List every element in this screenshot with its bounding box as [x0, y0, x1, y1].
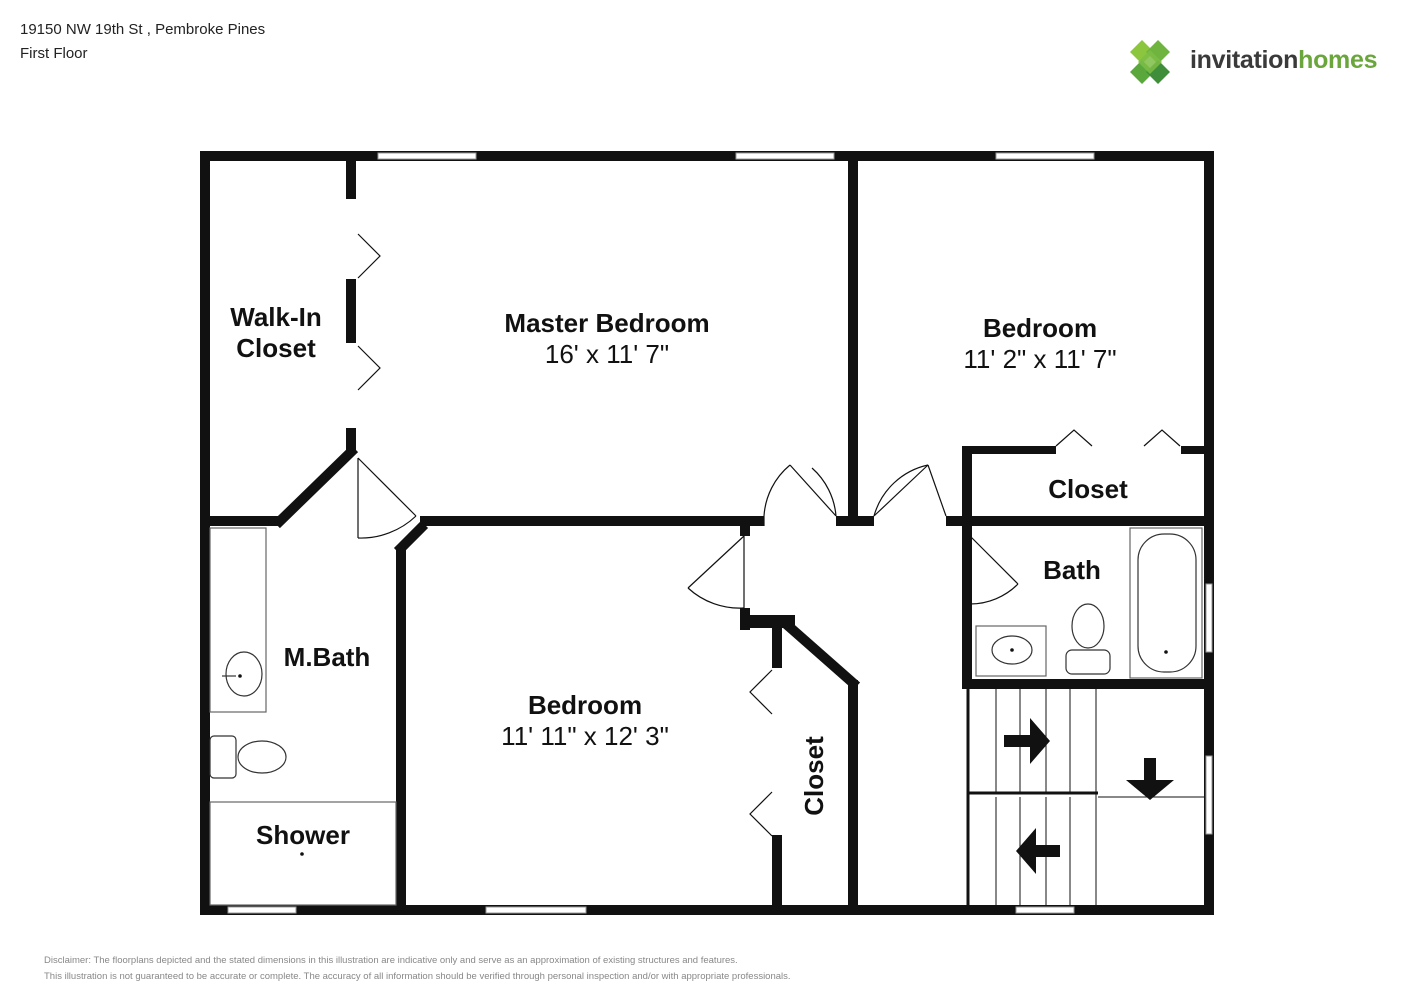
bath-toilet-tank-icon — [1065, 649, 1111, 675]
bath-sink-icon — [991, 635, 1033, 665]
sink-icon — [225, 651, 263, 697]
walkin-closet-label-1: Walk-In — [230, 302, 321, 332]
stair-arrows — [1004, 718, 1174, 874]
arrow-left-icon — [1016, 828, 1060, 874]
disclaimer-line-1: Disclaimer: The floorplans depicted and … — [44, 955, 738, 966]
arrow-right-icon — [1004, 718, 1050, 764]
mbath-label: M.Bath — [284, 642, 371, 672]
windows — [227, 152, 1213, 914]
logo-wordmark: invitationhomes — [1190, 46, 1378, 75]
staircase — [966, 689, 1204, 905]
toilet-bowl-icon — [237, 740, 287, 774]
walkin-closet-label-2: Closet — [236, 333, 316, 363]
disclaimer-line-2: This illustration is not guaranteed to b… — [44, 971, 791, 982]
bedroom-s-label: Bedroom — [528, 690, 642, 720]
master-bedroom-dims: 16' x 11' 7" — [545, 339, 669, 369]
invitation-homes-logo: invitationhomes — [1128, 36, 1388, 90]
closet-s-label: Closet — [799, 736, 829, 816]
fixtures — [209, 527, 1203, 906]
shower-label: Shower — [256, 820, 350, 850]
bath-toilet-bowl-icon — [1071, 603, 1105, 649]
walls — [200, 151, 1214, 915]
bedroom-ne-dims: 11' 2" x 11' 7" — [963, 344, 1116, 374]
bathtub-icon — [1137, 533, 1197, 673]
diagonal-walls — [272, 444, 861, 691]
master-bedroom-label: Master Bedroom — [504, 308, 709, 338]
toilet-tank-icon — [209, 735, 237, 779]
floor-label: First Floor — [20, 45, 88, 62]
bedroom-s-dims: 11' 11" x 12' 3" — [501, 721, 669, 751]
property-address: 19150 NW 19th St , Pembroke Pines — [20, 21, 266, 38]
logo-word-invitation: invitation — [1190, 46, 1299, 74]
logo-mark-icon — [1130, 40, 1170, 84]
logo-word-homes: homes — [1298, 46, 1378, 74]
doors — [357, 233, 1181, 837]
bath-label: Bath — [1043, 555, 1101, 585]
bedroom-ne-label: Bedroom — [983, 313, 1097, 343]
closet-ne-label: Closet — [1048, 474, 1128, 504]
arrow-down-icon — [1126, 758, 1174, 800]
